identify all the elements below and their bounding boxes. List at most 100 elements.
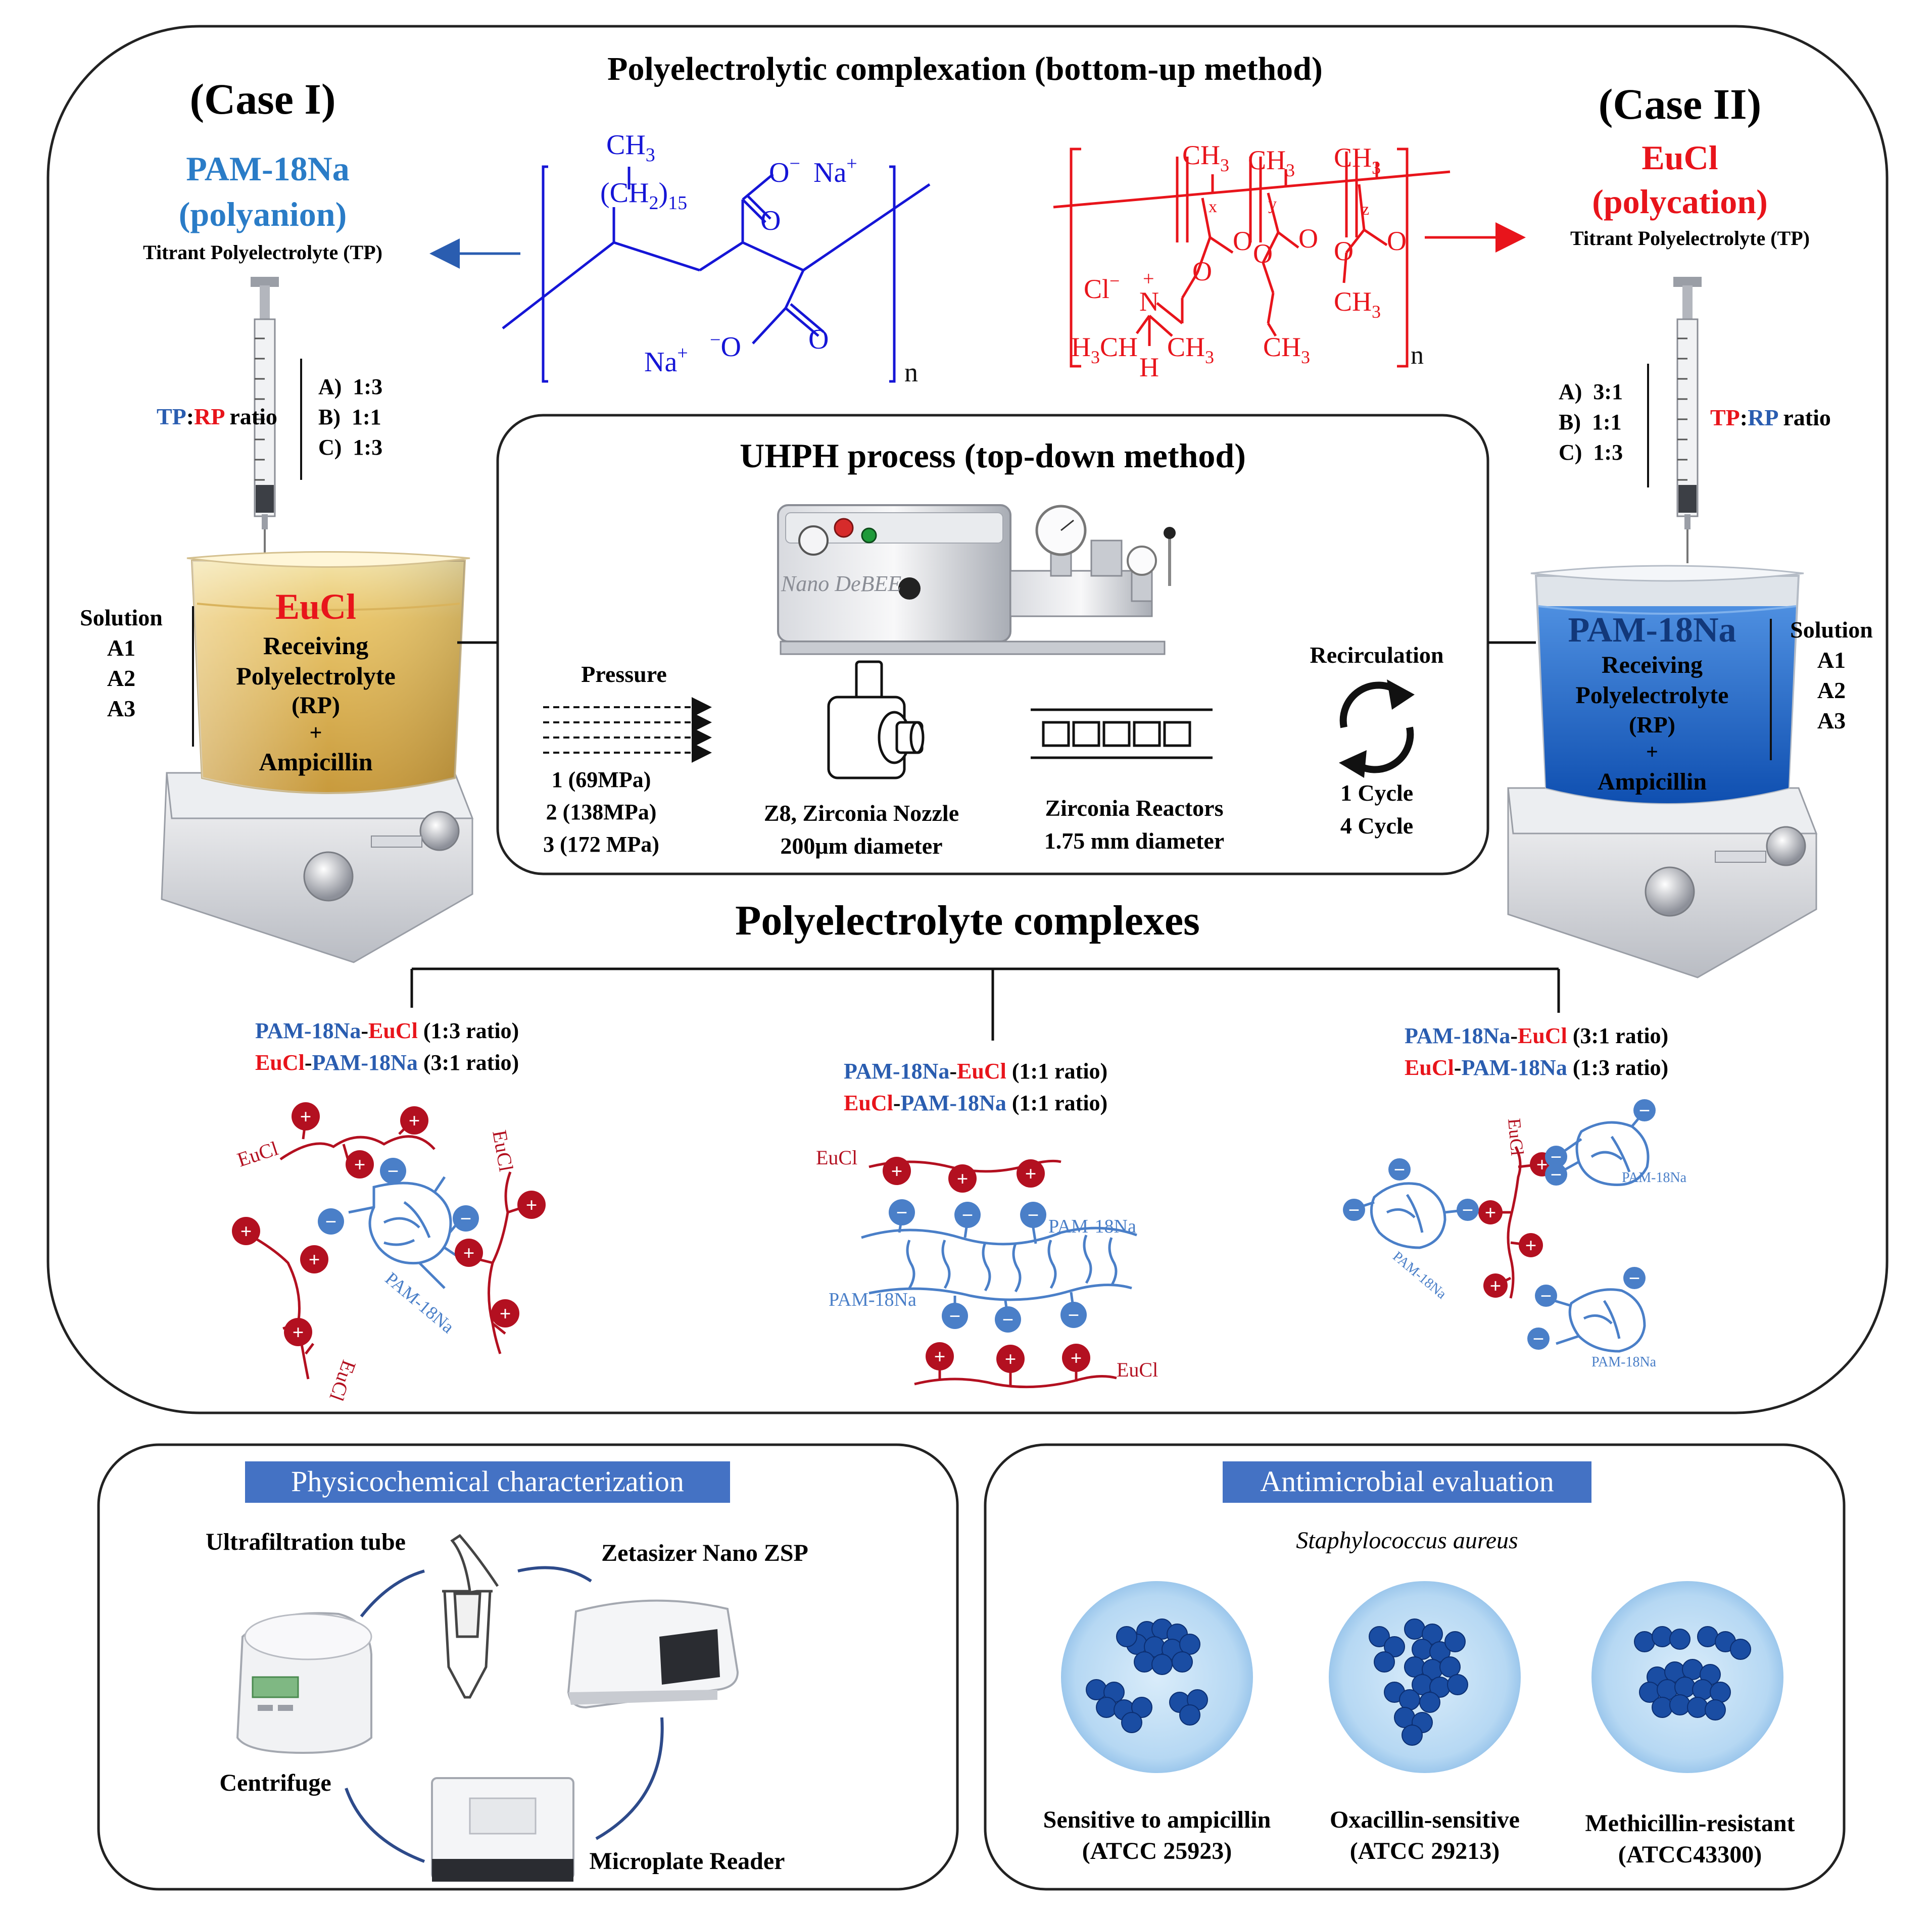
microplate-label: Microplate Reader bbox=[590, 1848, 785, 1875]
petri-dish-1 bbox=[1061, 1581, 1253, 1773]
svg-text:+: + bbox=[526, 1194, 538, 1216]
reactors-icon bbox=[1031, 708, 1213, 759]
left-eucl-3: EuCl bbox=[325, 1357, 360, 1404]
cation-ch3-f: CH3 bbox=[1263, 332, 1310, 367]
svg-text:−: − bbox=[1028, 1204, 1039, 1226]
svg-text:−: − bbox=[1348, 1199, 1360, 1221]
cation-ch3-e: CH3 bbox=[1167, 332, 1214, 367]
case2-ratio-b: B) 1:1 bbox=[1559, 410, 1622, 434]
beaker-right-line2: Polyelectrolyte bbox=[1576, 682, 1729, 709]
top-frame bbox=[46, 25, 1889, 1414]
svg-text:−: − bbox=[1629, 1267, 1640, 1290]
cation-n: n bbox=[1411, 341, 1424, 370]
complex-left-illustration: + + + − + − − + + + + + EuCl EuCl EuCl P… bbox=[232, 1102, 546, 1404]
beaker-left-polymer: EuCl bbox=[275, 586, 356, 627]
cation-o4: O bbox=[1253, 238, 1273, 269]
pressure-2: 2 (138MPa) bbox=[546, 800, 657, 824]
beaker-right-polymer: PAM-18Na bbox=[1568, 611, 1736, 650]
cycle-2: 4 Cycle bbox=[1340, 813, 1413, 839]
complexes-tree bbox=[410, 967, 1560, 1041]
case1-solution-a3: A3 bbox=[107, 696, 135, 721]
svg-text:+: + bbox=[957, 1167, 969, 1190]
left-pam: PAM-18Na bbox=[381, 1268, 458, 1337]
cation-x: x bbox=[1209, 198, 1217, 216]
beaker-left bbox=[186, 551, 470, 794]
cation-n-plus: + bbox=[1143, 267, 1154, 290]
svg-text:+: + bbox=[309, 1248, 320, 1271]
complex-middle-illustration: + + + − − − − − − + + + EuCl PAM-18Na PA… bbox=[816, 1146, 1158, 1389]
pressure-label: Pressure bbox=[581, 661, 667, 687]
case2-polymer: EuCl bbox=[1641, 138, 1718, 177]
case1-ratio-a: A) 1:3 bbox=[318, 374, 382, 399]
antimicrobial-title-band bbox=[1223, 1461, 1591, 1503]
cation-ch3-a: CH3 bbox=[1182, 140, 1229, 175]
case1-polymer-type: (polyanion) bbox=[179, 195, 347, 233]
nozzle-icon bbox=[827, 660, 925, 779]
centrifuge-icon bbox=[236, 1612, 372, 1754]
svg-text:−: − bbox=[1540, 1285, 1552, 1307]
physico-cycle-arcs bbox=[345, 1566, 664, 1863]
strain-2-name: Oxacillin-sensitive bbox=[1330, 1806, 1520, 1833]
pressure-arrows bbox=[543, 697, 712, 763]
petri-dish-2 bbox=[1329, 1581, 1521, 1773]
svg-text:+: + bbox=[354, 1153, 366, 1176]
anion-ch3: CH3 bbox=[606, 129, 655, 166]
svg-text:+: + bbox=[293, 1321, 304, 1344]
svg-text:+: + bbox=[1071, 1347, 1082, 1369]
cation-y: y bbox=[1268, 195, 1277, 214]
anion-o-bottom: −O bbox=[710, 329, 741, 363]
syringe-left bbox=[251, 277, 279, 556]
beaker-right-line3: (RP) bbox=[1629, 712, 1675, 738]
svg-text:+: + bbox=[1485, 1201, 1496, 1224]
strain-1-name: Sensitive to ampicillin bbox=[1043, 1806, 1271, 1833]
svg-text:+: + bbox=[1536, 1153, 1548, 1176]
middle-eucl-bottom: EuCl bbox=[1117, 1358, 1158, 1381]
case1-ratio-b: B) 1:1 bbox=[318, 405, 381, 429]
strain-2-atcc: (ATCC 29213) bbox=[1350, 1838, 1500, 1864]
physico-frame bbox=[97, 1443, 959, 1891]
cation-h3c: H3CH bbox=[1071, 332, 1138, 367]
complex-right-illustration: + + + + − − − − − − − − − EuCl PAM-18Na … bbox=[1343, 1099, 1687, 1370]
svg-text:−: − bbox=[460, 1207, 472, 1230]
cation-z: z bbox=[1362, 200, 1369, 219]
svg-text:−: − bbox=[1551, 1146, 1562, 1168]
anion-o-double-top: O bbox=[760, 205, 781, 236]
beaker-left-line4: + bbox=[309, 720, 322, 745]
beaker-right-line1: Receiving bbox=[1602, 652, 1703, 678]
svg-text:−: − bbox=[325, 1210, 337, 1233]
cation-o1: O bbox=[1233, 226, 1252, 256]
case2-ratio-label: TP:RP ratio bbox=[1710, 405, 1831, 430]
anion-o-top: O− bbox=[769, 153, 800, 188]
antimicrobial-frame bbox=[984, 1443, 1846, 1891]
strain-3-name: Methicillin-resistant bbox=[1585, 1810, 1795, 1837]
strain-1-atcc: (ATCC 25923) bbox=[1082, 1838, 1232, 1864]
complex-left-line1: PAM-18Na-EuCl (1:3 ratio) bbox=[255, 1018, 519, 1043]
svg-text:−: − bbox=[1551, 1163, 1562, 1186]
ultrafiltration-tube-icon bbox=[442, 1534, 499, 1699]
case2-polymer-type: (polycation) bbox=[1592, 182, 1768, 221]
beaker-right bbox=[1530, 565, 1804, 804]
beaker-left-line3: (RP) bbox=[292, 692, 340, 719]
stirrer-right bbox=[1507, 787, 1818, 978]
complex-middle-line1: PAM-18Na-EuCl (1:1 ratio) bbox=[844, 1059, 1107, 1084]
svg-text:−: − bbox=[1639, 1099, 1651, 1122]
cation-h: H bbox=[1139, 352, 1159, 382]
svg-text:−: − bbox=[1394, 1158, 1406, 1181]
cation-n-atom: N bbox=[1139, 286, 1159, 317]
svg-text:+: + bbox=[300, 1105, 312, 1128]
beaker-left-line2: Polyelectrolyte bbox=[236, 662, 396, 690]
case2-solution-a2: A2 bbox=[1817, 677, 1846, 703]
beaker-right-line5: Ampicillin bbox=[1598, 768, 1707, 795]
case1-ratio-c: C) 1:3 bbox=[318, 435, 382, 460]
zetasizer-label: Zetasizer Nano ZSP bbox=[601, 1540, 808, 1566]
svg-text:−: − bbox=[1462, 1199, 1474, 1221]
case2-solution-a1: A1 bbox=[1817, 647, 1846, 673]
svg-text:+: + bbox=[891, 1160, 903, 1183]
cation-labels: CH3 CH3 CH3 x y z O O O O O O Cl− N + H3… bbox=[1071, 140, 1407, 382]
beaker-left-line1: Receiving bbox=[263, 631, 368, 660]
svg-text:−: − bbox=[1002, 1308, 1014, 1331]
case1-solution-label: Solution bbox=[80, 605, 163, 630]
case2-solution-a3: A3 bbox=[1817, 708, 1846, 733]
middle-pam-right: PAM-18Na bbox=[1048, 1216, 1136, 1237]
cation-ch3-g: CH3 bbox=[1334, 286, 1381, 322]
